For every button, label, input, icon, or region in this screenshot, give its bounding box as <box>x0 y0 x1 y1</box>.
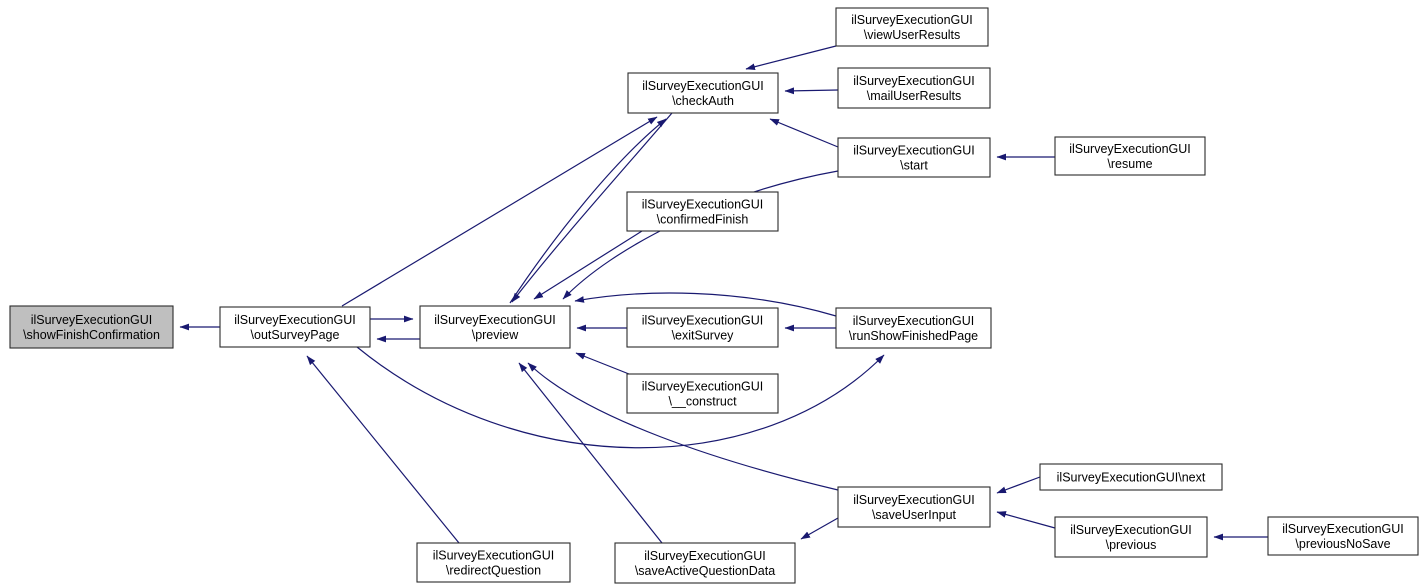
node-box-confirmedFinish[interactable] <box>626 191 779 232</box>
node-box-outSurveyPage[interactable] <box>219 306 371 348</box>
node-box-preview[interactable] <box>419 305 571 349</box>
node-box-redirectQuestion[interactable] <box>416 542 571 583</box>
node-start[interactable]: ilSurveyExecutionGUI\start <box>837 137 991 178</box>
edge-start-to-preview <box>562 170 839 300</box>
node-label-start-line2: \start <box>900 159 928 173</box>
edge-saveUserInput-to-saveActiveQuestionData <box>800 517 839 540</box>
node-box-previousNoSave[interactable] <box>1267 516 1419 556</box>
edges-layer <box>179 45 1268 544</box>
node-previous[interactable]: ilSurveyExecutionGUI\previous <box>1054 516 1208 558</box>
node-box-checkAuth[interactable] <box>627 72 779 114</box>
node-checkAuth[interactable]: ilSurveyExecutionGUI\checkAuth <box>627 72 779 114</box>
node-label-runShowFinishedPage-line1: ilSurveyExecutionGUI <box>853 314 975 328</box>
edge-outSurveyPage-to-runShowFinishedPage <box>356 346 885 449</box>
node-label-previousNoSave-line1: ilSurveyExecutionGUI <box>1282 522 1404 536</box>
node-label-saveUserInput-line1: ilSurveyExecutionGUI <box>853 493 975 507</box>
node-box-mailUserResults[interactable] <box>837 67 991 109</box>
node-label-outSurveyPage-line1: ilSurveyExecutionGUI <box>234 313 356 327</box>
node-resume[interactable]: ilSurveyExecutionGUI\resume <box>1054 136 1206 176</box>
edge-mailUserResults-to-checkAuth <box>784 87 839 95</box>
node-box-saveUserInput[interactable] <box>837 486 991 528</box>
node-showFinishConfirmation: ilSurveyExecutionGUI\showFinishConfirmat… <box>9 305 174 349</box>
edge-saveUserInput-to-preview <box>527 362 839 491</box>
node-label-showFinishConfirmation-line2: \showFinishConfirmation <box>23 328 160 342</box>
node-box-saveActiveQuestionData[interactable] <box>614 542 796 584</box>
edge-redirectQuestion-to-outSurveyPage <box>306 355 460 544</box>
node-label-checkAuth-line2: \checkAuth <box>672 94 734 108</box>
node-box-runShowFinishedPage[interactable] <box>835 307 992 349</box>
node-box-start[interactable] <box>837 137 991 178</box>
node-saveUserInput[interactable]: ilSurveyExecutionGUI\saveUserInput <box>837 486 991 528</box>
node-next[interactable]: ilSurveyExecutionGUI\next <box>1039 463 1223 491</box>
node-label-preview-line2: \preview <box>472 328 520 342</box>
node-label-showFinishConfirmation-line1: ilSurveyExecutionGUI <box>31 313 153 327</box>
edge-previous-to-saveUserInput <box>996 511 1056 529</box>
node-box-construct[interactable] <box>626 373 779 414</box>
node-label-resume-line1: ilSurveyExecutionGUI <box>1069 142 1191 156</box>
node-label-outSurveyPage-line2: \outSurveyPage <box>251 328 340 342</box>
node-box-viewUserResults[interactable] <box>835 7 989 47</box>
node-label-viewUserResults-line2: \viewUserResults <box>864 28 961 42</box>
node-saveActiveQuestionData[interactable]: ilSurveyExecutionGUI\saveActiveQuestionD… <box>614 542 796 584</box>
node-runShowFinishedPage[interactable]: ilSurveyExecutionGUI\runShowFinishedPage <box>835 307 992 349</box>
node-mailUserResults[interactable]: ilSurveyExecutionGUI\mailUserResults <box>837 67 991 109</box>
node-label-previous-line1: ilSurveyExecutionGUI <box>1070 523 1192 537</box>
node-label-start-line1: ilSurveyExecutionGUI <box>853 144 975 158</box>
node-label-construct-line1: ilSurveyExecutionGUI <box>642 380 764 394</box>
node-box-exitSurvey[interactable] <box>626 307 779 348</box>
node-label-confirmedFinish-line1: ilSurveyExecutionGUI <box>642 198 764 212</box>
nodes-layer: ilSurveyExecutionGUI\showFinishConfirmat… <box>9 7 1419 584</box>
node-outSurveyPage[interactable]: ilSurveyExecutionGUI\outSurveyPage <box>219 306 371 348</box>
node-label-checkAuth-line1: ilSurveyExecutionGUI <box>642 79 764 93</box>
node-label-saveUserInput-line2: \saveUserInput <box>872 508 957 522</box>
node-label-redirectQuestion-line1: ilSurveyExecutionGUI <box>433 549 555 563</box>
node-exitSurvey[interactable]: ilSurveyExecutionGUI\exitSurvey <box>626 307 779 348</box>
node-label-resume-line2: \resume <box>1107 157 1152 171</box>
node-label-previousNoSave-line2: \previousNoSave <box>1295 537 1390 551</box>
edge-outSurveyPage-to-checkAuth <box>341 116 658 307</box>
edge-checkAuth-to-preview <box>511 112 673 303</box>
edge-viewUserResults-to-checkAuth <box>745 45 837 71</box>
node-redirectQuestion[interactable]: ilSurveyExecutionGUI\redirectQuestion <box>416 542 571 583</box>
node-label-confirmedFinish-line2: \confirmedFinish <box>657 213 749 227</box>
node-previousNoSave[interactable]: ilSurveyExecutionGUI\previousNoSave <box>1267 516 1419 556</box>
node-label-mailUserResults-line2: \mailUserResults <box>867 89 961 103</box>
node-label-previous-line2: \previous <box>1106 538 1157 552</box>
node-label-exitSurvey-line2: \exitSurvey <box>672 329 735 343</box>
edge-runShowFinishedPage-to-preview <box>574 292 837 317</box>
node-construct[interactable]: ilSurveyExecutionGUI\__construct <box>626 373 779 414</box>
node-preview[interactable]: ilSurveyExecutionGUI\preview <box>419 305 571 349</box>
node-label-redirectQuestion-line2: \redirectQuestion <box>446 564 541 578</box>
node-confirmedFinish[interactable]: ilSurveyExecutionGUI\confirmedFinish <box>626 191 779 232</box>
node-label-saveActiveQuestionData-line2: \saveActiveQuestionData <box>635 564 775 578</box>
edge-start-to-checkAuth <box>769 118 839 148</box>
node-box-showFinishConfirmation <box>9 305 174 349</box>
edge-preview-to-checkAuth <box>509 118 667 304</box>
edge-saveActiveQuestionData-to-preview <box>518 362 663 544</box>
node-label-next-line1: ilSurveyExecutionGUI\next <box>1057 471 1206 485</box>
node-label-exitSurvey-line1: ilSurveyExecutionGUI <box>642 314 764 328</box>
node-label-construct-line2: \__construct <box>668 395 737 409</box>
node-box-resume[interactable] <box>1054 136 1206 176</box>
edge-confirmedFinish-to-preview <box>533 230 643 300</box>
node-viewUserResults[interactable]: ilSurveyExecutionGUI\viewUserResults <box>835 7 989 47</box>
node-box-previous[interactable] <box>1054 516 1208 558</box>
node-label-runShowFinishedPage-line2: \runShowFinishedPage <box>849 329 978 343</box>
node-label-preview-line1: ilSurveyExecutionGUI <box>434 313 556 327</box>
node-box-next[interactable] <box>1039 463 1223 491</box>
node-label-mailUserResults-line1: ilSurveyExecutionGUI <box>853 74 975 88</box>
node-label-saveActiveQuestionData-line1: ilSurveyExecutionGUI <box>644 549 766 563</box>
edge-construct-to-preview <box>575 352 630 375</box>
edge-next-to-saveUserInput <box>996 476 1041 494</box>
node-label-viewUserResults-line1: ilSurveyExecutionGUI <box>851 13 973 27</box>
